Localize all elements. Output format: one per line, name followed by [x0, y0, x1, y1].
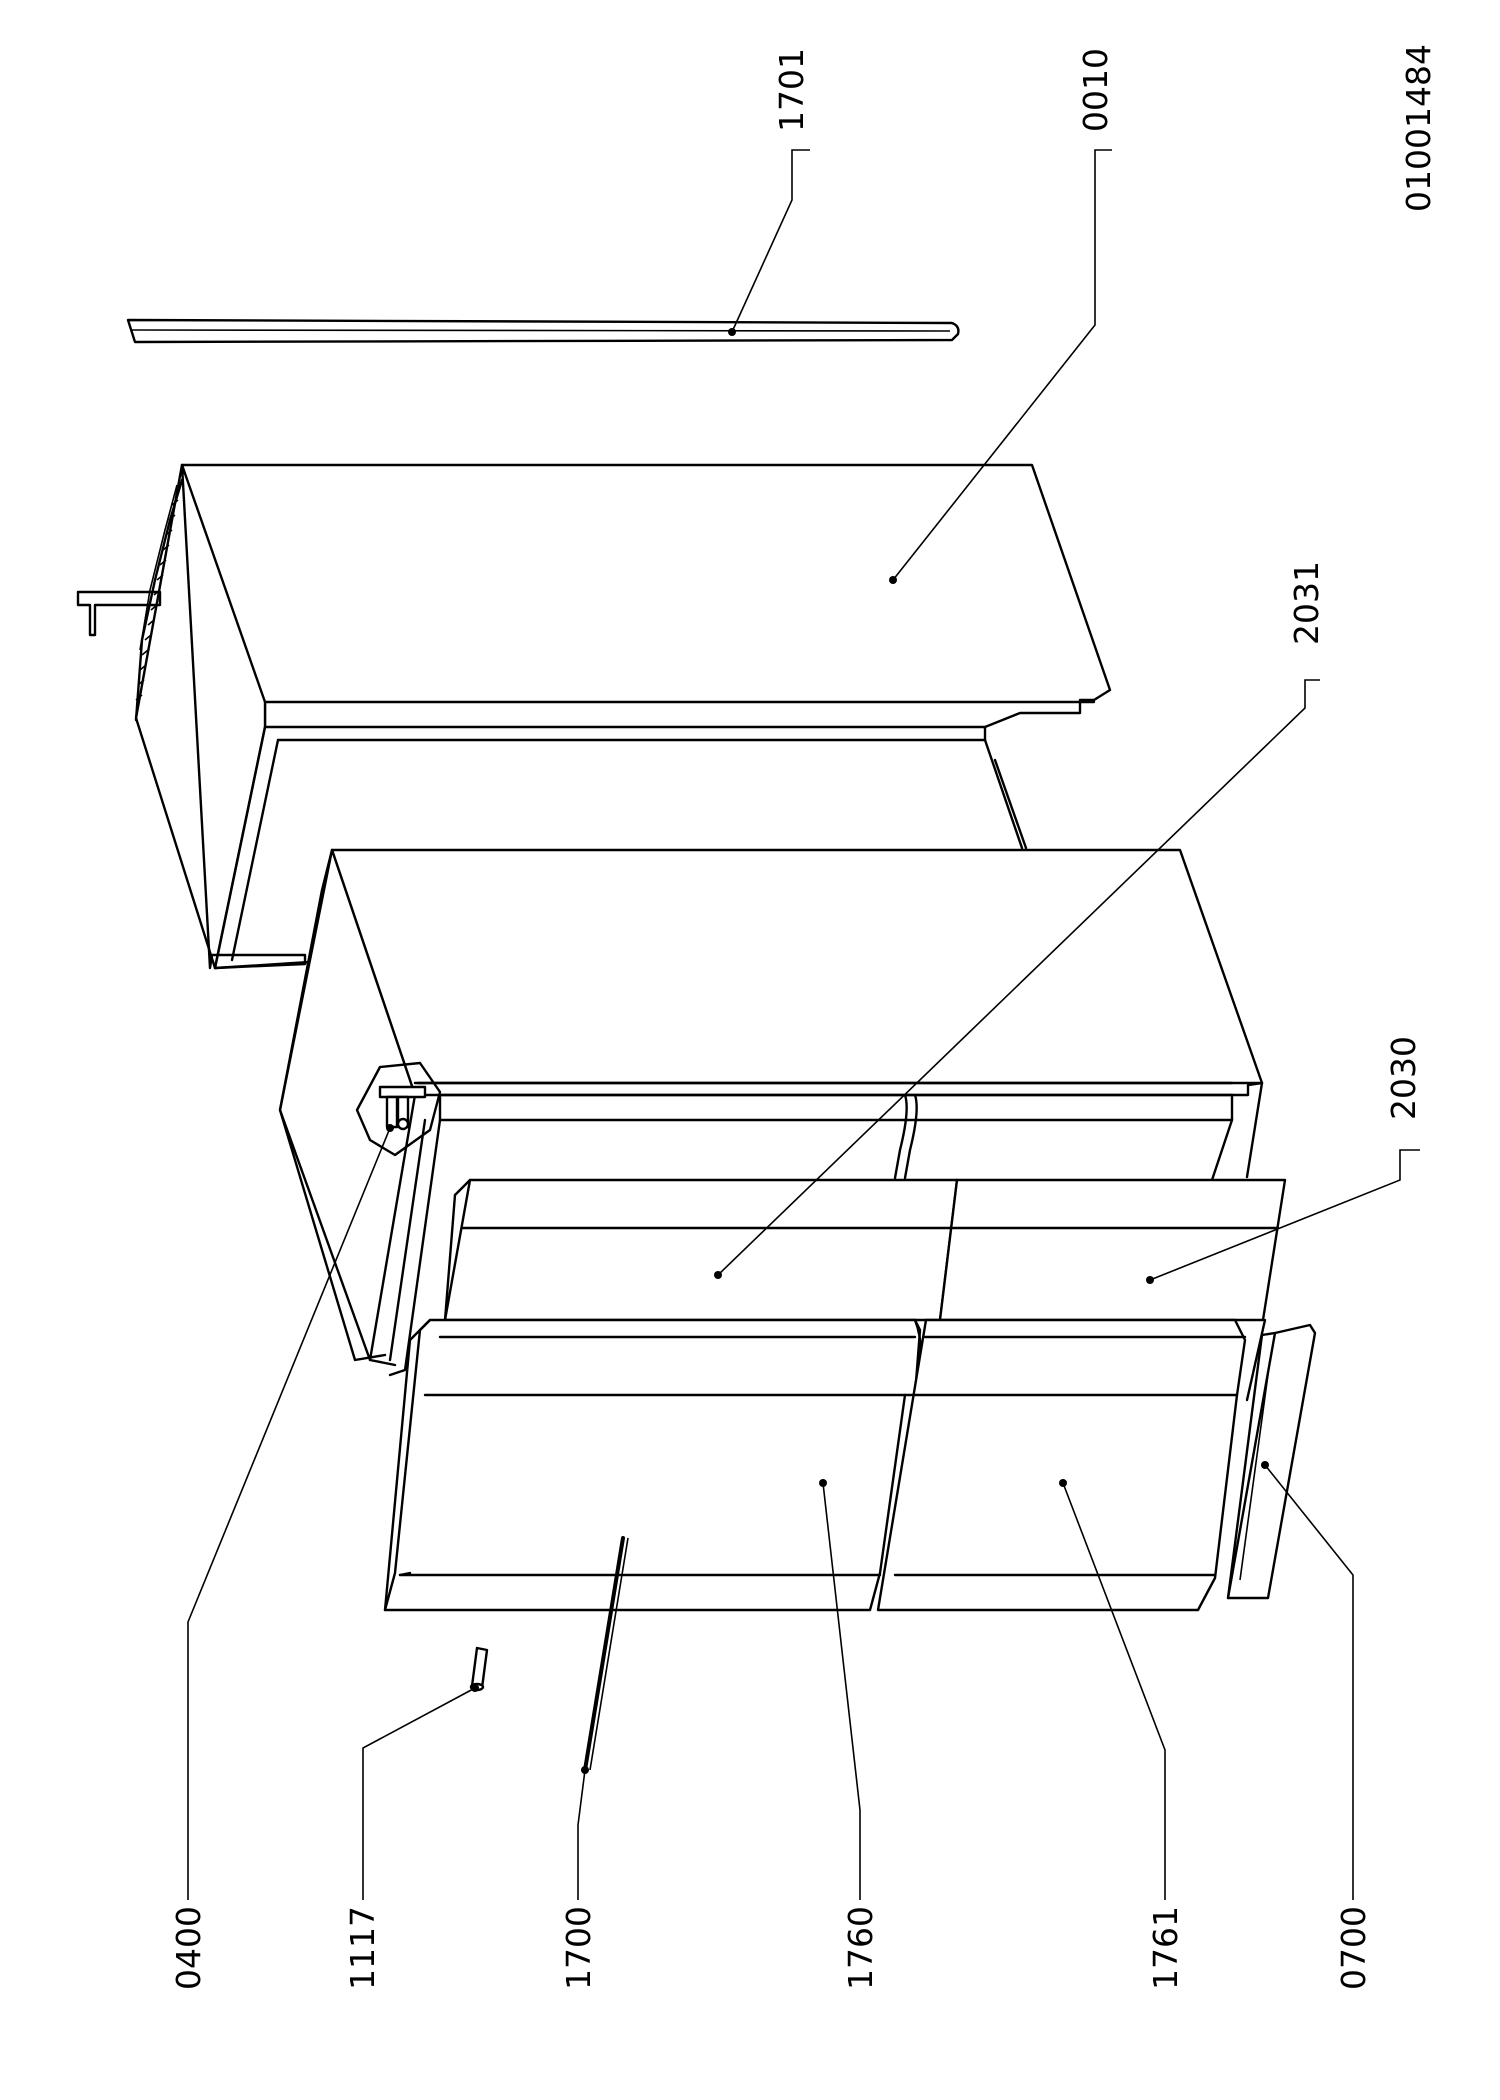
- rail-part-1701: [126, 318, 960, 344]
- label-1761: 1761: [1146, 1906, 1185, 1990]
- pin-part-1117: [469, 1646, 489, 1692]
- outer-door-lower-part-1761: [876, 1318, 1247, 1612]
- hinge-part-0400: [355, 1061, 442, 1157]
- leader-lines: [187, 149, 1420, 1900]
- inner-cabinet: [278, 848, 1264, 1377]
- label-1117: 1117: [343, 1906, 382, 1990]
- callout-labels: 01001484 1701 0010 2031 2030 0400 1117 1…: [169, 44, 1438, 1990]
- kick-plate-part-0700: [1226, 1323, 1317, 1600]
- label-0400: 0400: [169, 1906, 208, 1990]
- label-0010: 0010: [1076, 48, 1115, 132]
- handle-part-1700: [583, 1536, 629, 1772]
- label-2031: 2031: [1287, 561, 1326, 645]
- label-0700: 0700: [1334, 1906, 1373, 1990]
- document-number: 01001484: [1399, 44, 1438, 212]
- label-1701: 1701: [772, 48, 811, 132]
- label-2030: 2030: [1384, 1036, 1423, 1120]
- inner-door-lower-part-2030: [938, 1178, 1287, 1402]
- outer-door-upper-part-1760: [383, 1318, 933, 1612]
- label-1700: 1700: [559, 1906, 598, 1990]
- outer-cabinet-part-0010: [76, 463, 1112, 970]
- inner-door-upper-part-2031: [443, 1178, 960, 1322]
- label-1760: 1760: [841, 1906, 880, 1990]
